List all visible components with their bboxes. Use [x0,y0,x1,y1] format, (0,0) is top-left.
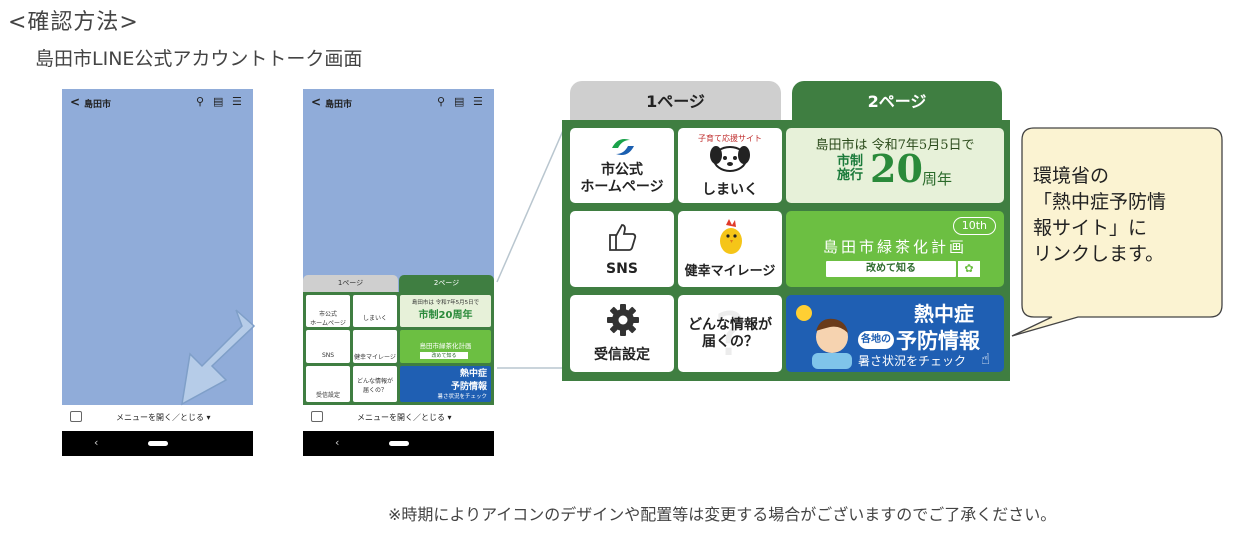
mini-menu-grid: 市公式 ホームページ しまいく 島田市は 令和7年5月5日で 市制20周年 SN… [303,292,494,405]
anniversary-date-text: 島田市は 令和7年5月5日で [815,138,975,153]
mini-shimaiku-button[interactable]: しまいく [353,295,397,327]
city-logo-icon [612,139,634,155]
note-icon[interactable]: ▤ [454,95,465,108]
mileage-button[interactable]: 健幸マイレージ [678,211,782,287]
nav-back-icon[interactable]: ‹ [335,436,340,449]
mini-anniv-text: 島田市は 令和7年5月5日で [411,300,480,306]
phone-screen-closed: < 島田市 ⚲ ▤ ☰ メニューを開く／とじる ▾ ‹ [62,89,253,456]
rich-menu-toggle-bar[interactable]: メニューを開く／とじる ▾ [303,405,494,429]
anniversary-number: 20 [870,146,923,191]
mini-home-button[interactable]: 市公式 ホームページ [306,295,350,327]
tea-title: 島田市緑茶化計画 [822,238,967,256]
account-name: 島田市 [325,100,353,110]
chat-header: < 島田市 ⚲ ▤ ☰ [303,89,494,117]
pointer-arrow-icon [181,309,256,406]
footnote: ※時期によりアイコンのデザインや配置等は変更する場合がございますのでご了承くださ… [388,505,1057,524]
mini-heat-banner[interactable]: 熱中症 予防情報 暑さ状況をチェック [400,366,491,402]
mini-tab-page1[interactable]: 1ページ [303,275,398,292]
shimaiku-tag: 子育て応援サイト [698,134,762,143]
chat-header: < 島田市 ⚲ ▤ ☰ [62,89,253,117]
rich-menu-panel: 市公式 ホームページ 子育て応援サイト しまいく 島田市は 令和7年5月5日で … [562,120,1010,381]
mileage-label: 健幸マイレージ [684,264,776,279]
anniversary-label: 市制施行 [836,154,863,183]
search-icon[interactable]: ⚲ [196,95,205,108]
tea-learn-button: 改めて知る [826,261,956,277]
mini-sns-button[interactable]: SNS [306,330,350,363]
page-heading: <確認方法> [8,10,139,35]
account-name: 島田市 [84,100,112,110]
system-nav-bar: ‹ [303,431,494,456]
mini-tea-banner[interactable]: 島田市緑茶化計画 改めて知る [400,330,491,363]
home-page-button[interactable]: 市公式 ホームページ [570,128,674,203]
heatstroke-prevention-banner[interactable]: 熱中症 各地の 予防情報 暑さ状況をチェック ☝ [786,295,1004,372]
settings-button[interactable]: 受信設定 [570,295,674,372]
mini-mileage-button[interactable]: 健幸マイレージ [353,330,397,363]
back-icon[interactable]: < [70,95,81,109]
mini-anniversary-banner[interactable]: 島田市は 令和7年5月5日で 市制20周年 [400,295,491,327]
sns-label: SNS [606,261,638,277]
page-subheading: 島田市LINE公式アカウントトーク画面 [35,48,363,70]
note-icon[interactable]: ▤ [213,95,224,108]
callout-text: 環境省の 「熱中症予防情 報サイト」に リンクします。 [1033,165,1167,265]
mini-tab-page2[interactable]: 2ページ [399,275,494,292]
tab-page2[interactable]: 2ページ [792,81,1002,120]
nav-back-icon[interactable]: ‹ [94,436,99,449]
mini-info-button[interactable]: どんな情報が 届くの？ [353,366,397,402]
shimaiku-button[interactable]: 子育て応援サイト しまいく [678,128,782,203]
chick-mascot-icon [720,219,742,254]
anniversary-years: 周年 [922,170,953,188]
tab-page1[interactable]: 1ページ [570,81,781,120]
keyboard-icon[interactable] [311,411,323,422]
menu-icon[interactable]: ☰ [232,95,242,108]
system-nav-bar: ‹ [62,431,253,456]
mini-heat-title: 熱中症 [459,369,487,379]
sns-button[interactable]: SNS [570,211,674,287]
rich-menu-toggle[interactable]: メニューを開く／とじる ▾ [357,413,452,422]
tea-anniversary-badge: 10th [952,217,996,235]
green-tea-banner[interactable]: 10th 島田市緑茶化計画 改めて知る ✿ [786,211,1004,287]
heatstroke-title: 熱中症 [914,302,974,326]
mini-rich-menu: 1ページ 2ページ 市公式 ホームページ しまいく 島田市は 令和7年5月5日で… [303,275,494,405]
gear-icon [607,304,639,336]
dog-mascot-icon [710,146,750,172]
heatstroke-region-badge: 各地の [858,331,894,349]
keyboard-icon[interactable] [70,411,82,422]
mini-heat-check: 暑さ状況をチェック [437,394,487,400]
pointer-hand-icon: ☝ [981,350,991,368]
back-icon[interactable]: < [311,95,322,109]
mini-heat-sub: 予防情報 [450,382,487,392]
mini-tea-button: 改めて知る [420,352,468,359]
thumbs-up-icon [609,224,637,251]
mini-settings-button[interactable]: 受信設定 [306,366,350,402]
mini-anniv-big: 市制20周年 [418,310,473,321]
rich-menu-toggle[interactable]: メニューを開く／とじる ▾ [116,413,211,422]
settings-label: 受信設定 [594,347,650,363]
info-about-button[interactable]: ? どんな情報が 届くの？ [678,295,782,372]
leaf-icon: ✿ [958,261,980,277]
home-page-label: 市公式 ホームページ [580,162,664,195]
sun-person-icon [796,305,852,369]
anniversary-banner[interactable]: 島田市は 令和7年5月5日で 市制施行 20 周年 [786,128,1004,203]
heatstroke-subtitle: 予防情報 [896,329,980,353]
question-mark-icon: ? [714,300,746,370]
mini-tea-title: 島田市緑茶化計画 [419,342,472,350]
rich-menu-toggle-bar[interactable]: メニューを開く／とじる ▾ [62,405,253,429]
shimaiku-label: しまいく [702,182,758,198]
menu-icon[interactable]: ☰ [473,95,483,108]
nav-home-icon[interactable] [148,441,168,446]
nav-home-icon[interactable] [389,441,409,446]
heatstroke-check-text: 暑さ状況をチェック [858,354,967,368]
search-icon[interactable]: ⚲ [437,95,446,108]
phone-screen-open: < 島田市 ⚲ ▤ ☰ 1ページ 2ページ 市公式 ホームページ しまいく 島田… [303,89,494,456]
info-about-label: どんな情報が 届くの？ [688,317,772,350]
